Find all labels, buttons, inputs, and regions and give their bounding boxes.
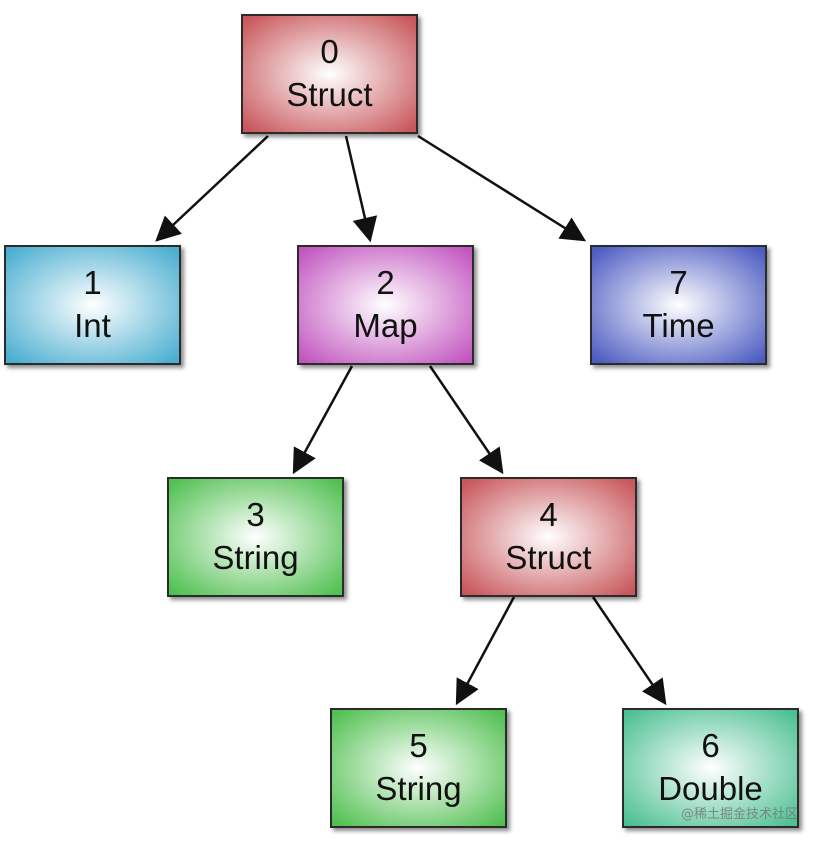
node-0-id: 0 bbox=[320, 33, 339, 71]
node-0-type: Struct bbox=[286, 76, 373, 113]
edge-4-6 bbox=[591, 596, 667, 706]
node-7-id: 7 bbox=[669, 264, 688, 302]
node-3-id: 3 bbox=[246, 496, 265, 534]
node-3-type: String bbox=[212, 539, 299, 576]
node-4: 4 Struct bbox=[460, 477, 637, 597]
node-4-type: Struct bbox=[505, 539, 592, 576]
node-1: 1 Int bbox=[4, 245, 181, 365]
node-6-id: 6 bbox=[701, 727, 720, 765]
node-2-type: Map bbox=[353, 307, 418, 344]
node-5-type: String bbox=[375, 770, 462, 807]
node-5: 5 String bbox=[330, 708, 507, 828]
edge-4-5 bbox=[455, 596, 516, 706]
node-2-id: 2 bbox=[376, 264, 395, 302]
node-7-type: Time bbox=[642, 307, 715, 344]
edge-0-7 bbox=[417, 134, 587, 242]
node-6-type: Double bbox=[658, 770, 763, 807]
node-3: 3 String bbox=[167, 477, 344, 597]
edge-0-2 bbox=[344, 135, 378, 243]
edge-2-4 bbox=[428, 365, 504, 475]
watermark-text: @稀土掘金技术社区 bbox=[680, 807, 798, 822]
edge-0-1 bbox=[155, 135, 269, 242]
node-5-id: 5 bbox=[409, 727, 428, 765]
node-2: 2 Map bbox=[297, 245, 474, 365]
node-1-id: 1 bbox=[83, 264, 102, 302]
node-0: 0 Struct bbox=[241, 14, 418, 134]
node-6: 6 Double bbox=[622, 708, 799, 828]
node-7: 7 Time bbox=[590, 245, 767, 365]
node-1-type: Int bbox=[74, 307, 111, 344]
edge-2-3 bbox=[292, 365, 354, 475]
node-4-id: 4 bbox=[539, 496, 558, 534]
